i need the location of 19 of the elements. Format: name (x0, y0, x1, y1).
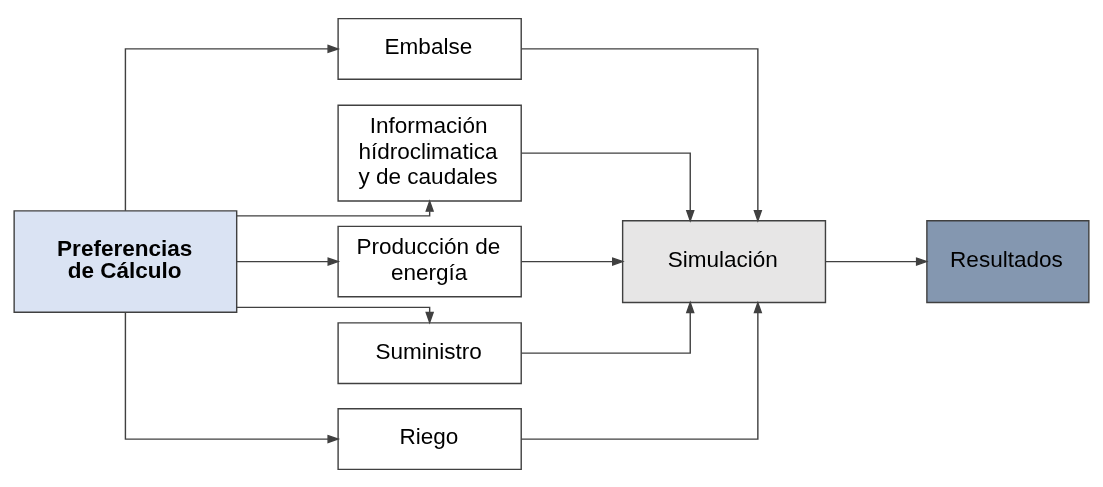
node-box: Resultados (926, 219, 1090, 303)
node-box: Embalse (337, 17, 522, 80)
arrow (236, 256, 341, 266)
node-box: Simulación (621, 219, 827, 303)
arrow (236, 198, 435, 217)
arrow (520, 47, 763, 223)
arrow (124, 311, 341, 444)
arrow (520, 300, 763, 440)
arrow (520, 151, 695, 223)
node-box: Producción de energía (337, 225, 522, 298)
arrow (124, 43, 341, 211)
node-box: Riego (337, 407, 522, 470)
node-box: Preferencias de Cálculo (13, 209, 238, 313)
node-box: Suministro (337, 321, 522, 384)
arrow (236, 306, 435, 324)
arrow (520, 299, 695, 354)
arrow (520, 256, 625, 266)
node-box: Información hídroclimatica y de caudales (337, 104, 522, 202)
arrow (825, 256, 929, 266)
